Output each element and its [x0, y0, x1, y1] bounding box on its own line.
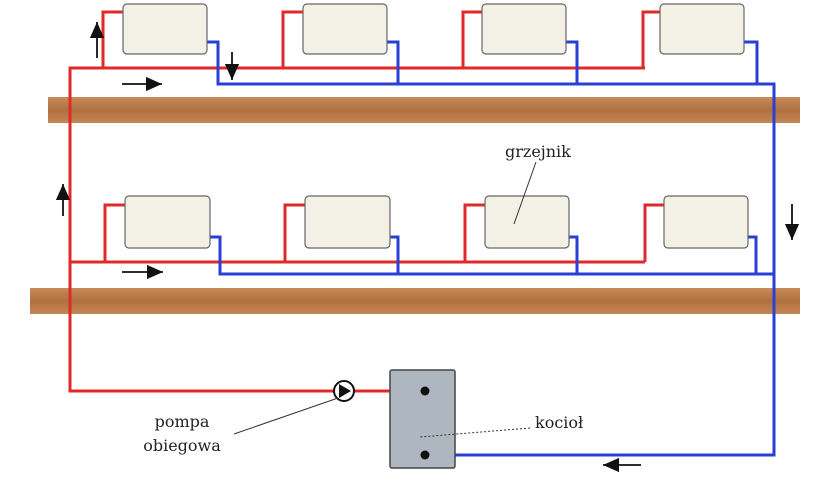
return-pipes — [205, 40, 776, 457]
radiator-icon — [304, 195, 391, 249]
radiator-icon — [124, 195, 211, 249]
pump-label-line1: pompa — [155, 412, 210, 431]
boiler-label: kocioł — [535, 413, 583, 432]
boiler-supply-port — [420, 386, 430, 396]
radiator-icon — [122, 3, 208, 55]
supply-pipes — [68, 10, 665, 393]
pump-icon — [333, 380, 355, 402]
radiator-label: grzejnik — [505, 142, 571, 161]
radiator-leader-line — [513, 161, 537, 225]
boiler-return-port — [420, 450, 430, 460]
pump-leader-line — [233, 397, 339, 435]
lower-floor-beam — [30, 288, 800, 314]
radiator-icon — [663, 195, 749, 249]
radiator-icon — [481, 3, 567, 55]
radiator-icon — [484, 195, 570, 249]
pump-label-line2: obiegowa — [143, 436, 221, 455]
upper-floor-beam — [48, 97, 800, 123]
radiator-icon — [659, 3, 745, 55]
boiler-icon — [389, 369, 456, 469]
radiator-icon — [302, 3, 388, 55]
